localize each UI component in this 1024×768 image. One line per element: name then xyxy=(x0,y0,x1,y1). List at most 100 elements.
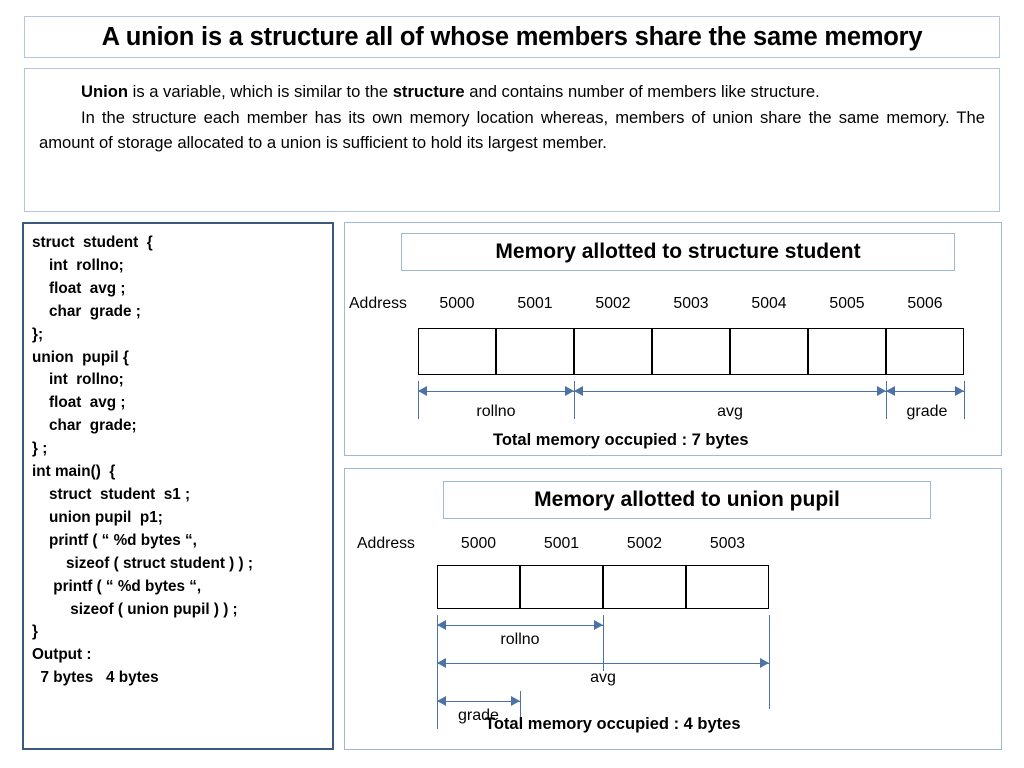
address-row-label: Address xyxy=(349,295,407,312)
arrow-line xyxy=(437,663,769,665)
member-name-label: avg xyxy=(590,669,616,686)
intro-bold-structure: structure xyxy=(392,82,465,101)
intro-p1-rest: is a variable, which is similar to the xyxy=(128,82,393,101)
total-memory-text: Total memory occupied : 4 bytes xyxy=(485,715,741,733)
arrow-end-tick xyxy=(418,381,420,419)
memory-cell-row xyxy=(418,328,964,375)
arrow-end-tick xyxy=(603,615,605,671)
code-line: int rollno; xyxy=(32,256,124,274)
address-value: 5002 xyxy=(595,295,631,312)
arrow-end-tick xyxy=(769,615,771,709)
code-line: } xyxy=(32,623,38,641)
arrow-line xyxy=(886,391,964,393)
code-line: } ; xyxy=(32,440,48,458)
code-line: printf ( “ %d bytes “, xyxy=(32,577,202,595)
memory-cell xyxy=(686,565,769,609)
address-value: 5000 xyxy=(439,295,475,312)
diagram-title: Memory allotted to structure student xyxy=(495,240,861,263)
member-span-arrow xyxy=(418,385,574,399)
member-span-arrow xyxy=(437,657,769,671)
code-lines-container: struct student { int rollno; float avg ;… xyxy=(32,232,332,690)
diagram-title-box: Memory allotted to structure student xyxy=(401,233,955,271)
intro-text-box: Union is a variable, which is similar to… xyxy=(24,68,1000,212)
total-memory-text: Total memory occupied : 7 bytes xyxy=(493,431,749,449)
arrow-head-left-icon xyxy=(437,620,446,630)
code-line: union pupil p1; xyxy=(32,508,163,526)
arrow-head-right-icon xyxy=(511,696,520,706)
address-row-label: Address xyxy=(357,535,415,552)
arrow-line xyxy=(574,391,886,393)
memory-cell xyxy=(886,328,964,375)
member-name-label: rollno xyxy=(500,631,540,648)
member-name-label: avg xyxy=(717,403,743,420)
arrow-end-tick xyxy=(520,691,522,729)
arrow-line xyxy=(418,391,574,393)
address-value: 5005 xyxy=(829,295,865,312)
arrow-end-tick xyxy=(574,381,576,419)
arrow-head-right-icon xyxy=(760,658,769,668)
address-value: 5002 xyxy=(626,535,663,552)
address-value: 5003 xyxy=(709,535,746,552)
code-line: Output : xyxy=(32,646,92,664)
intro-p2-text: In the structure each member has its own… xyxy=(39,107,985,153)
intro-paragraph-1: Union is a variable, which is similar to… xyxy=(39,79,985,105)
member-name-label: rollno xyxy=(476,403,516,420)
arrow-head-right-icon xyxy=(955,386,964,396)
arrow-end-tick xyxy=(437,691,439,729)
code-line: float avg ; xyxy=(32,394,126,412)
slide-title-box: A union is a structure all of whose memb… xyxy=(24,16,1000,58)
memory-cell xyxy=(418,328,496,375)
memory-cell-row xyxy=(437,565,769,609)
member-span-arrow xyxy=(886,385,964,399)
arrow-head-left-icon xyxy=(886,386,895,396)
code-listing-panel: struct student { int rollno; float avg ;… xyxy=(22,222,334,750)
arrow-line xyxy=(437,625,603,627)
member-name-label: grade xyxy=(906,403,948,420)
memory-cell xyxy=(437,565,520,609)
diagram-title-box: Memory allotted to union pupil xyxy=(443,481,931,519)
member-span-arrow xyxy=(574,385,886,399)
arrow-head-left-icon xyxy=(574,386,583,396)
code-line: sizeof ( struct student ) ) ; xyxy=(32,554,253,572)
code-line: struct student s1 ; xyxy=(32,485,191,503)
intro-paragraph-2: In the structure each member has its own… xyxy=(39,105,985,156)
arrow-head-left-icon xyxy=(437,658,446,668)
member-span-arrow xyxy=(437,619,603,633)
code-line: 7 bytes 4 bytes xyxy=(32,669,159,687)
arrow-end-tick xyxy=(437,615,439,709)
address-value: 5006 xyxy=(907,295,943,312)
code-line: sizeof ( union pupil ) ) ; xyxy=(32,600,238,618)
intro-p1-tail: and contains number of members like stru… xyxy=(464,82,820,101)
code-line: union pupil { xyxy=(32,348,129,366)
code-line: float avg ; xyxy=(32,279,126,297)
memory-cell xyxy=(603,565,686,609)
address-value: 5003 xyxy=(673,295,709,312)
code-line: int main() { xyxy=(32,463,116,481)
arrow-head-right-icon xyxy=(565,386,574,396)
address-value: 5000 xyxy=(460,535,497,552)
address-value: 5001 xyxy=(517,295,553,312)
memory-cell xyxy=(652,328,730,375)
diagram-title: Memory allotted to union pupil xyxy=(534,488,840,511)
address-value: 5001 xyxy=(543,535,580,552)
code-line: char grade ; xyxy=(32,302,141,320)
address-value: 5004 xyxy=(751,295,787,312)
memory-cell xyxy=(808,328,886,375)
arrow-head-right-icon xyxy=(594,620,603,630)
memory-cell xyxy=(520,565,603,609)
member-span-arrow xyxy=(437,695,520,709)
intro-bold-union: Union xyxy=(81,82,129,101)
memory-cell xyxy=(574,328,652,375)
arrow-head-left-icon xyxy=(437,696,446,706)
code-line: int rollno; xyxy=(32,371,124,389)
code-line: char grade; xyxy=(32,417,137,435)
code-line: printf ( “ %d bytes “, xyxy=(32,531,197,549)
arrow-end-tick xyxy=(964,381,966,419)
memory-cell xyxy=(496,328,574,375)
arrow-end-tick xyxy=(886,381,888,419)
memory-cell xyxy=(730,328,808,375)
member-name-label: grade xyxy=(458,707,499,724)
